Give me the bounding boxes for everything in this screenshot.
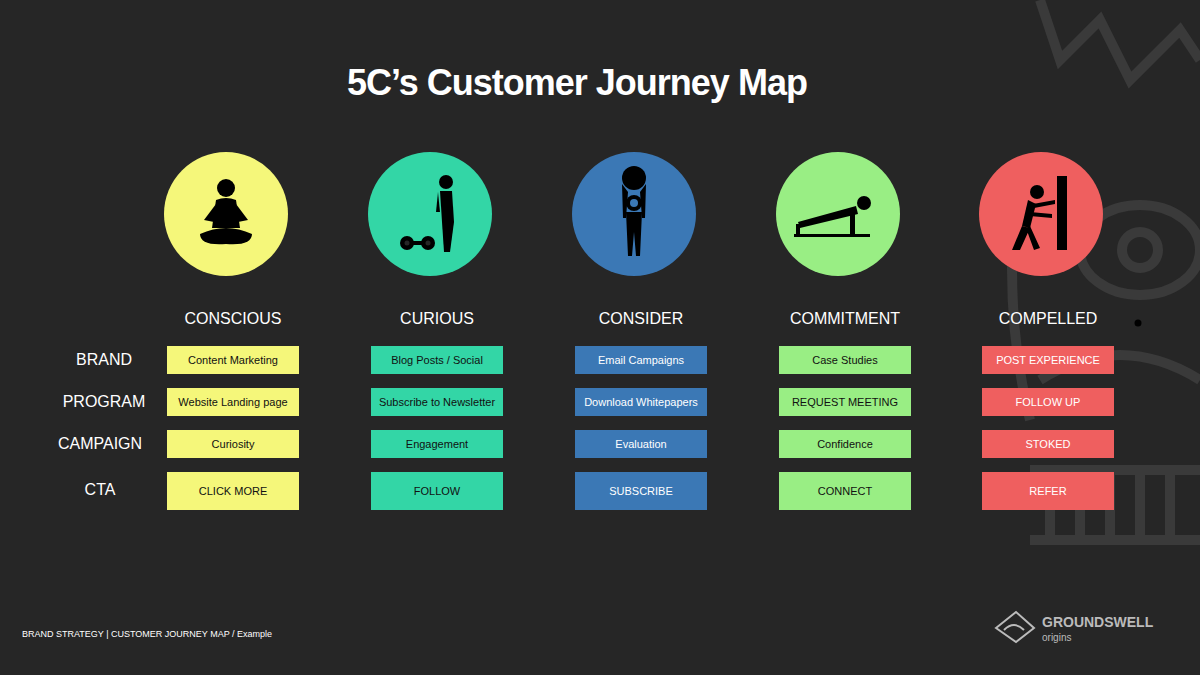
stage-box: Website Landing page [167,388,299,416]
logo-mark [996,612,1034,642]
stage-box: Blog Posts / Social [371,346,503,374]
stage-box: Curiosity [167,430,299,458]
stage-box: Case Studies [779,346,911,374]
title: 5C’s Customer Journey Map [347,62,807,104]
stage-heading: CONSIDER [599,310,683,328]
box-text: STOKED [1025,438,1070,450]
box-text: Website Landing page [178,396,287,408]
box-text: CONNECT [818,485,872,497]
stage-heading: COMPELLED [999,310,1098,328]
stage-heading: CONSCIOUS [185,310,282,328]
box-text: CLICK MORE [199,485,267,497]
box-text: FOLLOW [414,485,460,497]
push-icon [1012,176,1067,250]
box-text: Email Campaigns [598,354,684,366]
stage-box: POST EXPERIENCE [982,346,1114,374]
stage-box: REFER [982,472,1114,510]
row-label: CTA [85,481,116,499]
stage-box: Engagement [371,430,503,458]
stage-heading: CURIOUS [400,310,474,328]
box-text: REFER [1029,485,1066,497]
box-text: FOLLOW UP [1016,396,1081,408]
box-text: SUBSCRIBE [609,485,673,497]
stage-box: SUBSCRIBE [575,472,707,510]
plank-icon [794,196,871,237]
stage-box: Download Whitepapers [575,388,707,416]
box-text: Download Whitepapers [584,396,698,408]
box-text: POST EXPERIENCE [996,354,1100,366]
stage-circle [368,152,492,276]
box-text: Engagement [406,438,468,450]
stage-box: CLICK MORE [167,472,299,510]
stage-heading: COMMITMENT [790,310,900,328]
box-text: Confidence [817,438,873,450]
stage-box: CONNECT [779,472,911,510]
stage-circle [776,152,900,276]
logo-sub: origins [1042,632,1071,643]
logo-name: GROUNDSWELL [1042,614,1153,630]
stage-box: Confidence [779,430,911,458]
box-text: Blog Posts / Social [391,354,483,366]
box-text: Content Marketing [188,354,278,366]
stage-box: Content Marketing [167,346,299,374]
row-label: PROGRAM [63,393,146,411]
stage-box: Evaluation [575,430,707,458]
row-label: CAMPAIGN [58,435,142,453]
standing-icon [400,175,454,252]
box-text: Case Studies [812,354,877,366]
box-text: Curiosity [212,438,255,450]
stage-box: FOLLOW UP [982,388,1114,416]
footer-note: BRAND STRATEGY | CUSTOMER JOURNEY MAP / … [22,629,272,639]
stage-box: Email Campaigns [575,346,707,374]
dot [1135,320,1142,327]
stage-box: REQUEST MEETING [779,388,911,416]
stage-box: Subscribe to Newsletter [371,388,503,416]
row-label: BRAND [76,351,132,369]
stage-box: STOKED [982,430,1114,458]
ball-icon [622,166,646,256]
stage-circle [572,152,696,276]
box-text: REQUEST MEETING [792,396,898,408]
stage-box: FOLLOW [371,472,503,510]
stage-circle [164,152,288,276]
box-text: Evaluation [615,438,666,450]
box-text: Subscribe to Newsletter [379,396,495,408]
stage-circle [979,152,1103,276]
meditation-icon [200,179,252,244]
